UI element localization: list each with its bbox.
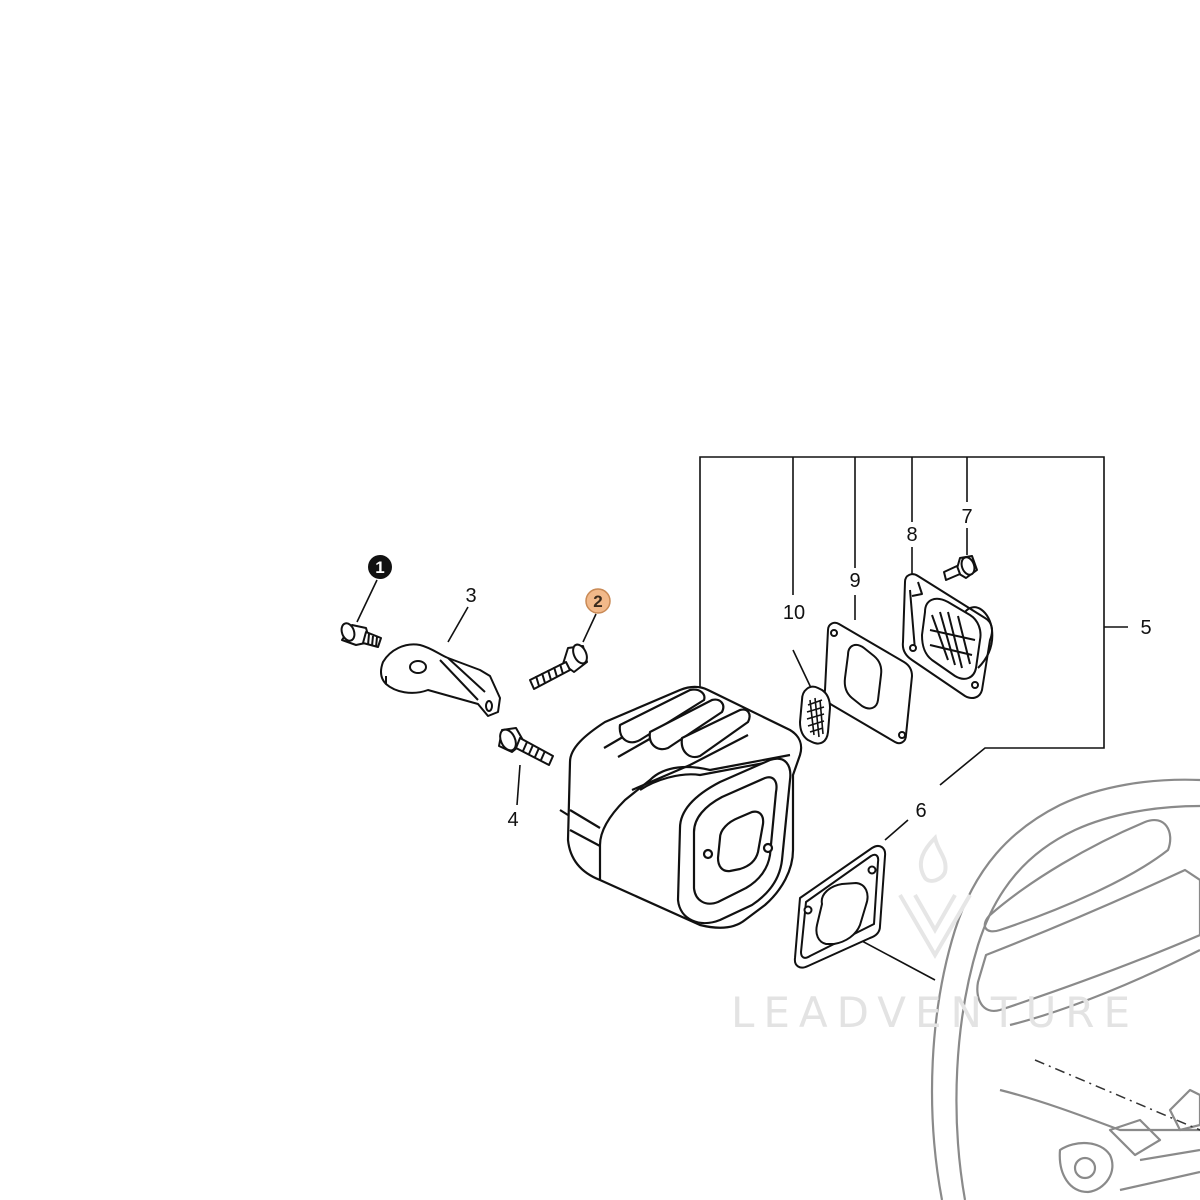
engine-centerline: [1034, 1059, 1200, 1131]
engine-housing-outline: [930, 778, 1200, 1200]
callout-4-label[interactable]: 4: [507, 809, 518, 831]
callout-10-label[interactable]: 10: [783, 602, 805, 624]
part-8-cover[interactable]: [901, 573, 994, 699]
watermark-logo: [898, 833, 972, 959]
callout-8-label[interactable]: 8: [906, 524, 917, 546]
leader-lines: [356, 456, 1128, 981]
callout-3-label[interactable]: 3: [465, 585, 476, 607]
part-1-bolt[interactable]: [339, 621, 382, 648]
part-5-muffler[interactable]: [559, 685, 803, 929]
callout-7-label[interactable]: 7: [961, 506, 972, 528]
part-3-bracket[interactable]: [380, 643, 501, 717]
part-6-gasket[interactable]: [793, 845, 887, 969]
part-4-bolt[interactable]: [497, 727, 554, 766]
part-7-bolt[interactable]: [943, 555, 978, 581]
callout-1-label: 1: [375, 558, 384, 577]
callout-2-label: 2: [593, 592, 602, 611]
callout-6-label[interactable]: 6: [915, 800, 926, 822]
callout-2-badge[interactable]: 2: [585, 588, 611, 614]
part-10-screen[interactable]: [799, 685, 831, 745]
callout-5-label[interactable]: 5: [1140, 617, 1151, 639]
part-9-gasket[interactable]: [823, 621, 913, 745]
callout-9-label[interactable]: 9: [849, 570, 860, 592]
watermark-text: LEADVENTURE: [731, 988, 1139, 1037]
callout-1-badge[interactable]: 1: [368, 555, 392, 579]
part-2-bolt[interactable]: [529, 642, 590, 690]
